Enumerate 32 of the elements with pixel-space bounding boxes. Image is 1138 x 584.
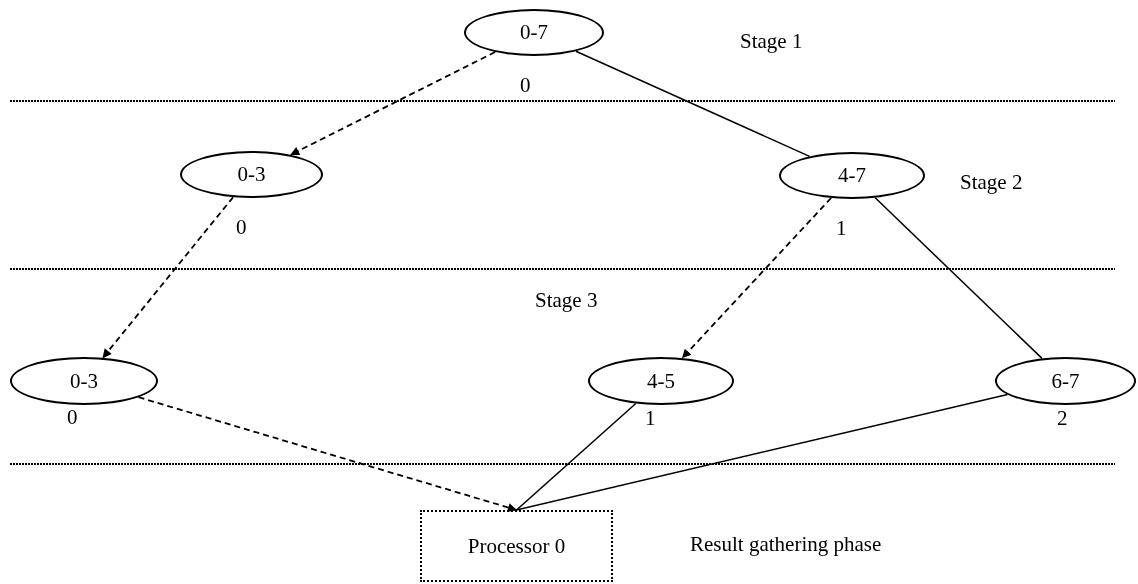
connector-line	[874, 197, 1043, 360]
node-label: Processor 0	[467, 533, 566, 559]
processor-number: 1	[836, 216, 847, 241]
stage-label: Stage 1	[740, 29, 803, 54]
processor-number: 0	[236, 215, 247, 240]
arrow	[289, 51, 496, 156]
range-ellipse	[464, 9, 604, 56]
node-label: 0-7	[520, 20, 548, 45]
range-ellipse	[779, 152, 925, 199]
connector-line	[515, 402, 637, 511]
arrow	[681, 197, 832, 359]
stage-label: Stage 2	[960, 170, 1023, 195]
processor-number: 2	[1057, 406, 1068, 431]
range-ellipse	[995, 357, 1136, 405]
stage-label: Stage 3	[535, 288, 598, 313]
node-label: 0-3	[70, 368, 98, 394]
node-label: 6-7	[1051, 368, 1080, 394]
node-label: 0-3	[237, 162, 266, 187]
processor-number: 0	[520, 73, 531, 98]
range-ellipse	[10, 357, 158, 405]
range-ellipse	[180, 151, 323, 198]
arrow	[137, 396, 518, 512]
processor-box	[420, 510, 613, 582]
stage-label: Result gathering phase	[690, 532, 882, 557]
processor-number: 0	[67, 405, 78, 430]
connector-line	[575, 50, 811, 158]
node-label: 4-7	[838, 163, 866, 188]
connector-line	[515, 393, 1009, 511]
range-ellipse	[588, 357, 734, 405]
processor-number: 1	[645, 406, 656, 431]
node-label: 4-5	[647, 368, 675, 394]
arrow	[101, 196, 234, 359]
